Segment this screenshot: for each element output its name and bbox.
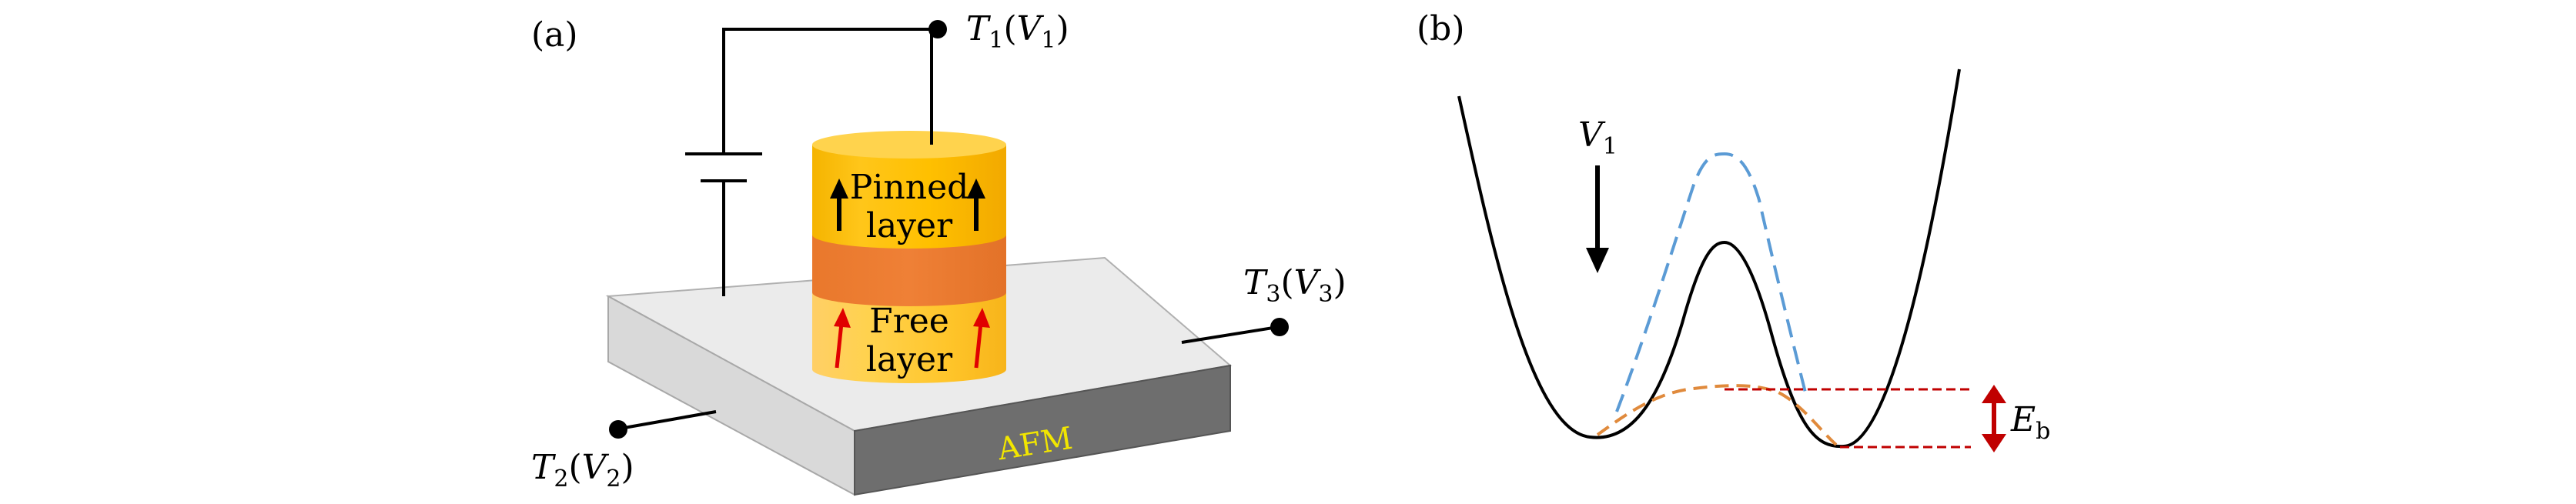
terminal-t2-dot <box>609 420 627 439</box>
panel-a: (a) AFM <box>531 9 1347 496</box>
free-arrows <box>835 322 983 369</box>
free-label-line1: Free <box>869 302 949 341</box>
eb-arrow-up <box>1982 385 2006 403</box>
free-label-line2: layer <box>866 340 953 379</box>
pinned-arrows <box>837 194 979 231</box>
free-layer <box>812 292 1006 383</box>
spacer-layer <box>812 235 1006 306</box>
free-arrow-left <box>835 322 844 369</box>
terminal-t1-label: T1(V1) <box>966 9 1069 54</box>
panel-a-label: (a) <box>531 15 578 55</box>
pillar-top-cap <box>812 131 1006 159</box>
eb-arrow-down <box>1982 434 2006 452</box>
energy-curve <box>1457 68 1961 449</box>
v1-label: V1 <box>1578 115 1618 160</box>
free-arrow-right <box>974 322 983 369</box>
panel-b-label: (b) <box>1417 9 1465 48</box>
terminal-t3-label: T3(V3) <box>1243 263 1347 308</box>
afm-front-face <box>854 364 1231 496</box>
panel-b: (b) Eb V1 <box>1417 9 2050 452</box>
v1-arrow-head <box>1586 248 1609 273</box>
lead-t3 <box>1181 325 1279 344</box>
terminal-t3-dot <box>1270 318 1289 336</box>
lead-t2 <box>619 410 717 430</box>
mtj-pillar: Pinned layer Free layer <box>812 29 1006 383</box>
pinned-layer <box>812 145 1006 249</box>
lowered-barrier-curve <box>1596 384 1838 446</box>
pinned-label-line1: Pinned <box>850 168 969 207</box>
eb-label: Eb <box>2010 400 2050 445</box>
raised-barrier-curve <box>1615 152 1807 412</box>
pinned-label-line2: layer <box>866 206 953 245</box>
terminal-t2-label: T2(V2) <box>531 448 634 492</box>
